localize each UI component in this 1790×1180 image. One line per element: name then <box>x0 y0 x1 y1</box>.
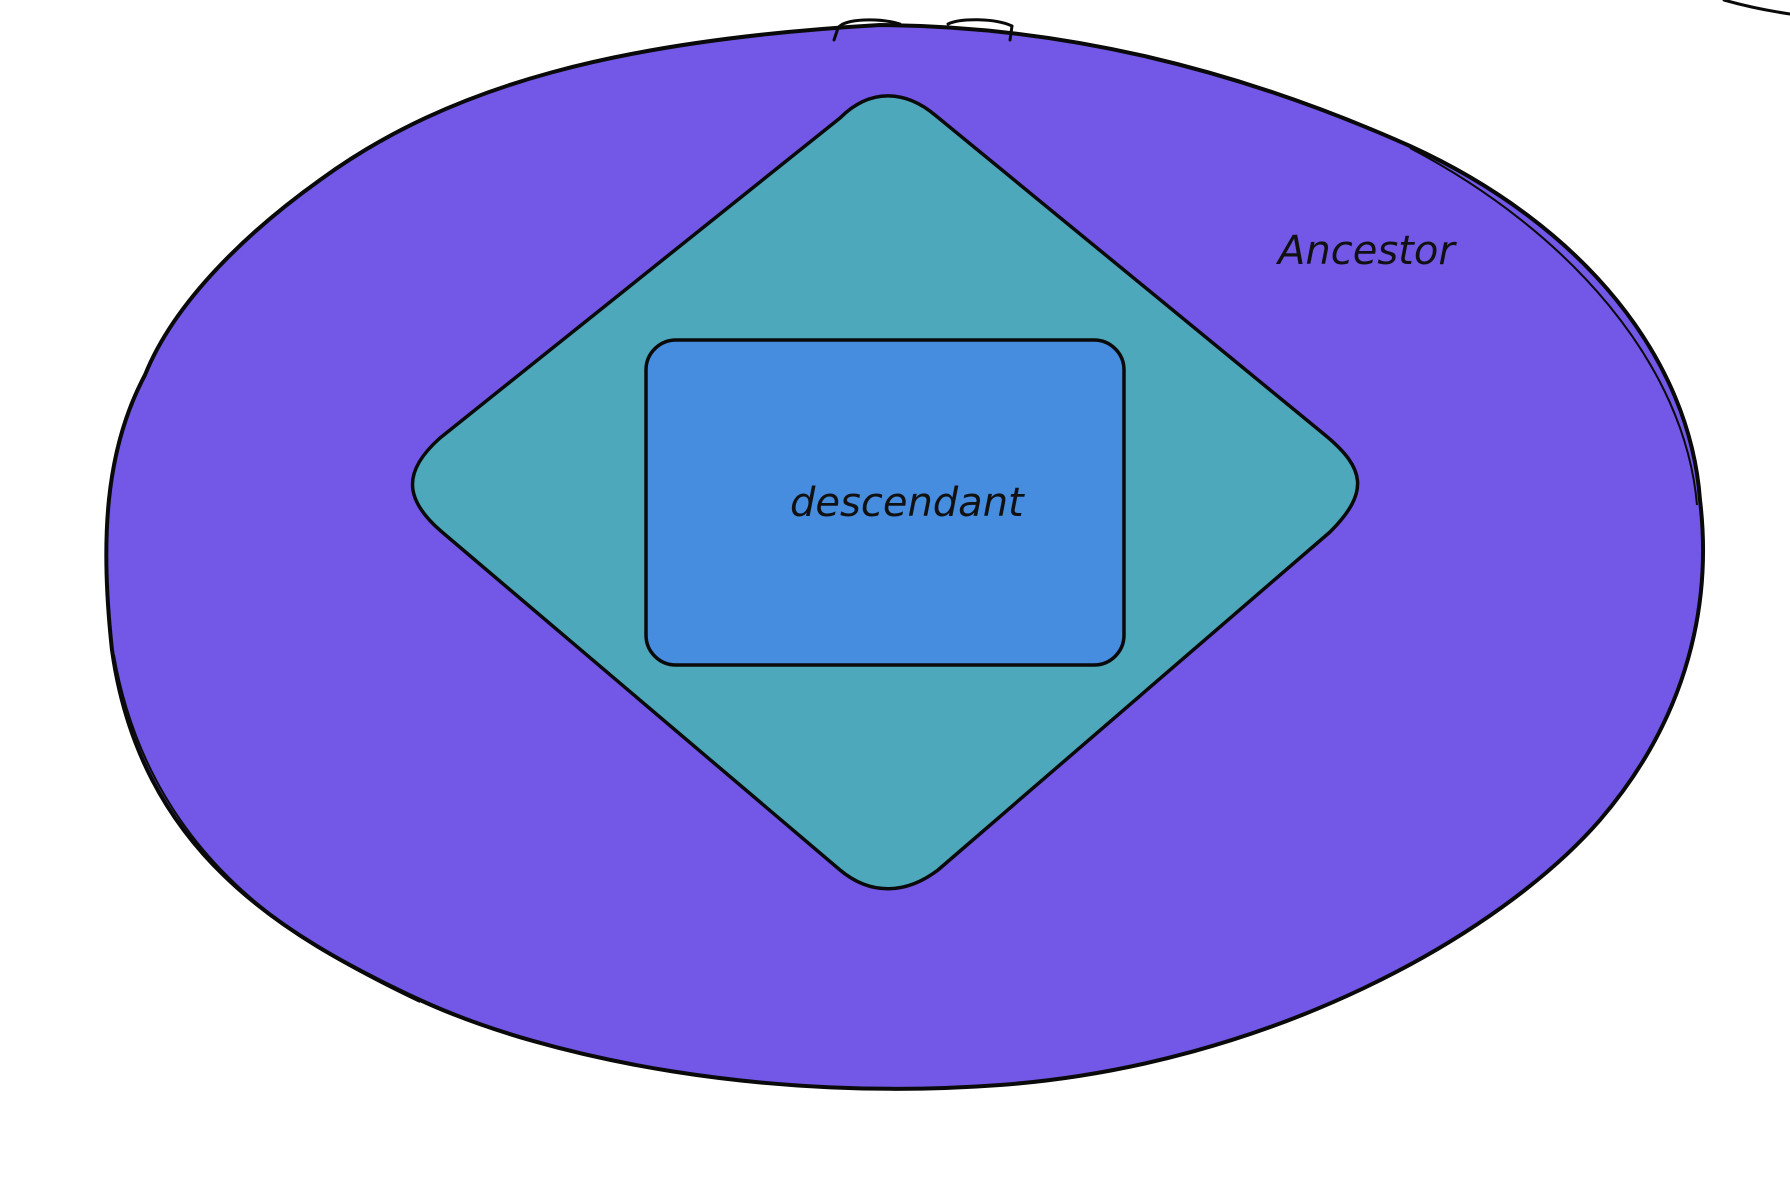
ancestor-sketch-stroke <box>113 654 421 1003</box>
descendant-box[interactable] <box>644 338 1126 667</box>
ancestor-sketch-stroke <box>1409 147 1698 506</box>
descendant-label: descendant <box>790 480 1025 526</box>
ancestor-label: Ancestor <box>1275 228 1457 274</box>
stray-stroke-top-right <box>1722 0 1790 16</box>
ancestor-sketch-stroke <box>832 18 1014 42</box>
